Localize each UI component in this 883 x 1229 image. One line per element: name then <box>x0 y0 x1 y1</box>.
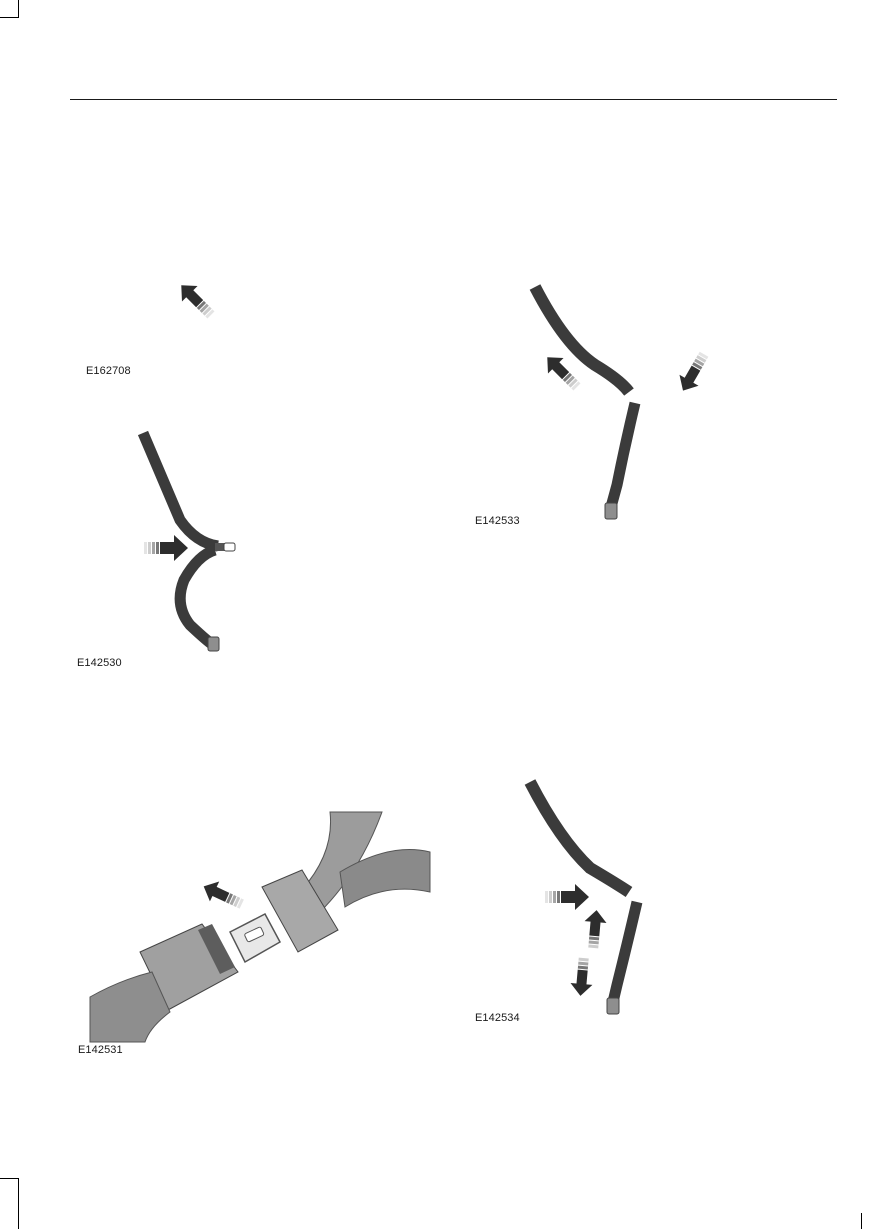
crop-mark-top-left <box>18 0 19 17</box>
crop-mark-bottom-left <box>18 1178 19 1229</box>
figure-code: E142534 <box>475 1012 520 1024</box>
direction-arrow-icon <box>172 278 222 323</box>
crop-mark-bottom-right <box>861 1213 862 1229</box>
crop-mark-bottom-left <box>0 1178 19 1179</box>
figure-e142533 <box>525 285 725 530</box>
buckle-illustration <box>90 812 430 1042</box>
figure-code: E162708 <box>86 365 131 377</box>
figure-e162708 <box>172 278 222 323</box>
figure-code: E142531 <box>78 1044 123 1056</box>
figure-e142530 <box>140 425 250 670</box>
figure-code: E142530 <box>77 657 122 669</box>
crop-mark-top-left <box>0 17 19 18</box>
figure-e142534 <box>525 780 675 1025</box>
figure-e142531 <box>90 812 430 1042</box>
seat-belt-illustration <box>525 780 675 1025</box>
seat-belt-illustration <box>140 425 250 670</box>
figure-code: E142533 <box>475 515 520 527</box>
seat-belt-illustration <box>525 285 725 530</box>
header-rule <box>70 99 837 100</box>
